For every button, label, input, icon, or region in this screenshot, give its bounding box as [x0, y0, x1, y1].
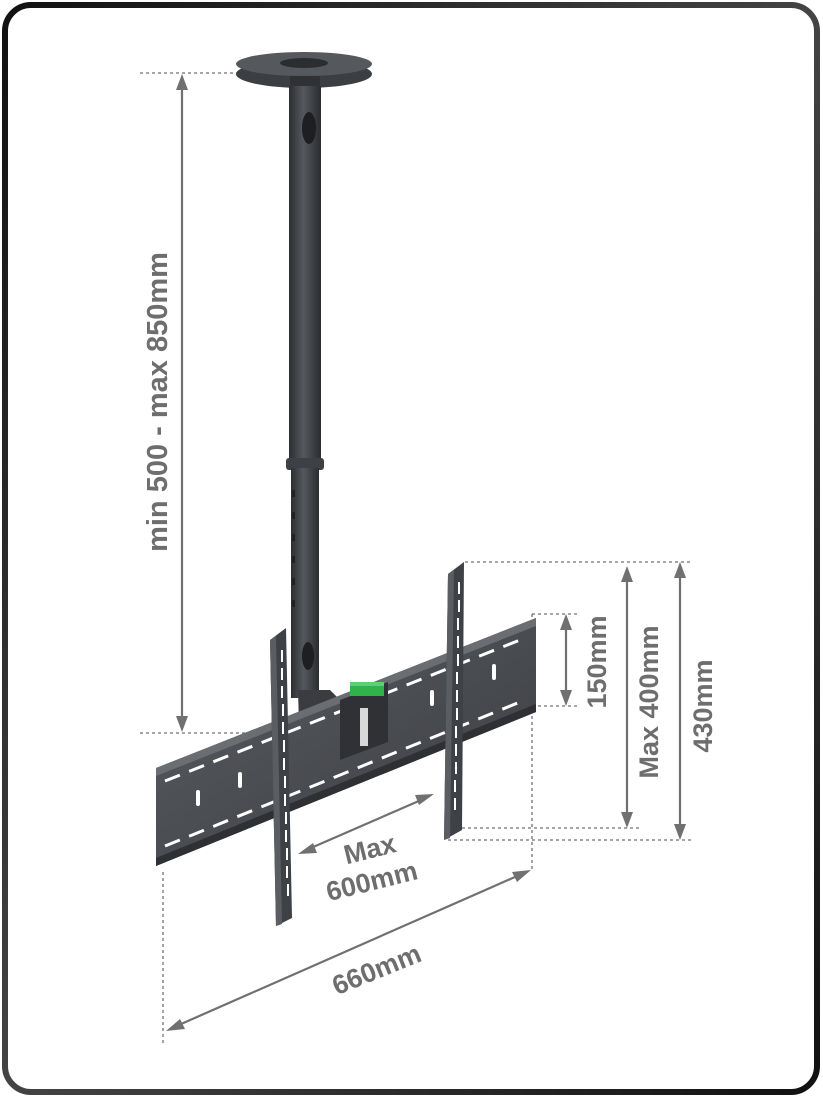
- width-660-label: 660mm: [328, 938, 426, 1001]
- vesa-height-150-label: 150mm: [582, 615, 612, 708]
- vesa-height-max-400-label: Max 400mm: [634, 625, 664, 778]
- height-430-label: 430mm: [688, 659, 718, 752]
- upper-pole: [289, 86, 321, 466]
- height-range-label: min 500 - max 850mm: [142, 252, 174, 552]
- dimension-lines: [140, 72, 694, 1045]
- ceiling-tv-mount: [156, 52, 536, 926]
- pole-collar: [286, 458, 324, 470]
